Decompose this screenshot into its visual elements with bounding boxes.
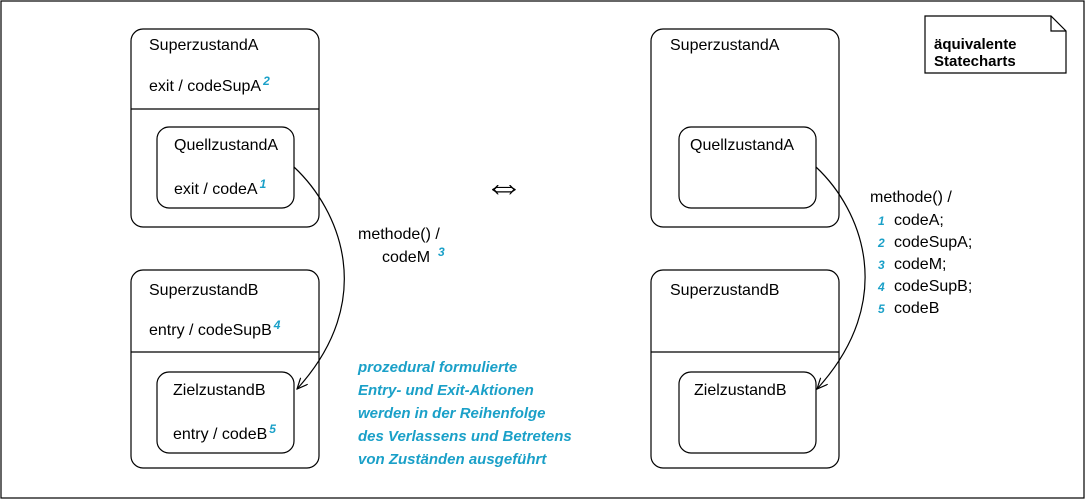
- right-source-state-name: QuellzustandA: [690, 137, 795, 154]
- right-step-1-code: codeA;: [894, 212, 944, 229]
- left-transition-action: codeM 3: [382, 245, 445, 267]
- right-target-state-name: ZielzustandB: [694, 382, 787, 399]
- right-superstate-a-box: [650, 28, 840, 228]
- right-step-3: 3 codeM;: [878, 256, 946, 274]
- left-transition-action-text: codeM: [382, 249, 431, 266]
- left-target-state-box: [156, 371, 295, 454]
- right-superstate-b-name: SuperzustandB: [670, 282, 780, 299]
- left-target-order: 5: [269, 422, 276, 436]
- left-superstate-b-box: [130, 269, 320, 469]
- right-step-2-code: codeSupA;: [894, 234, 973, 251]
- left-superstate-a-box: [130, 28, 320, 228]
- right-superstate-b-box: [650, 269, 840, 469]
- right-step-4-code: codeSupB;: [894, 278, 973, 295]
- left-superstate-a-name: SuperzustandA: [149, 37, 259, 54]
- right-step-5-code: codeB: [894, 300, 940, 317]
- left-transition-order: 3: [438, 245, 445, 259]
- left-superstate-b-name: SuperzustandB: [149, 282, 259, 299]
- left-source-state-name: QuellzustandA: [174, 137, 279, 154]
- right-step-3-order: 3: [878, 258, 885, 272]
- left-transition-arrow: [293, 166, 345, 389]
- comment-line-2: Entry- und Exit-Aktionen: [358, 382, 534, 399]
- left-target-state-name: ZielzustandB: [173, 382, 266, 399]
- note-fold: [1050, 16, 1066, 32]
- right-target-state-box: [678, 371, 817, 454]
- right-step-3-code: codeM;: [894, 256, 947, 273]
- equivalence-symbol: ⇔: [484, 164, 524, 208]
- comment-line-3: werden in der Reihenfolge: [358, 405, 546, 422]
- right-step-2: 2 codeSupA;: [878, 234, 972, 252]
- left-source-exit-text: exit / codeA: [174, 181, 258, 198]
- note-line-2: Statecharts: [934, 53, 1016, 70]
- comment-line-4: des Verlassens und Betretens: [358, 428, 572, 445]
- comment-text: prozedural formulierte Entry- und Exit-A…: [358, 356, 572, 471]
- right-step-5-order: 5: [878, 302, 885, 316]
- right-step-5: 5 codeB: [878, 300, 939, 318]
- right-step-2-order: 2: [878, 236, 885, 250]
- left-superstate-b-order: 4: [273, 318, 281, 332]
- left-transition-trigger: methode() /: [358, 226, 440, 243]
- left-target-entry-text: entry / codeB: [173, 426, 268, 443]
- right-transition-arrow: [815, 166, 866, 389]
- right-step-4: 4 codeSupB;: [878, 278, 972, 296]
- left-superstate-b-entry-text: entry / codeSupB: [149, 322, 272, 339]
- note-shape: [924, 15, 1067, 74]
- left-superstate-a-exit-text: exit / codeSupA: [149, 78, 262, 95]
- right-superstate-a-name: SuperzustandA: [670, 37, 780, 54]
- left-source-order: 1: [259, 177, 267, 191]
- comment-line-5: von Zuständen ausgeführt: [358, 451, 547, 468]
- right-transition-trigger: methode() /: [870, 189, 952, 206]
- right-step-4-order: 4: [878, 280, 885, 294]
- right-step-1: 1 codeA;: [878, 212, 944, 230]
- note-line-1: äquivalente: [934, 36, 1017, 53]
- left-superstate-a-order: 2: [263, 74, 270, 88]
- right-step-1-order: 1: [878, 214, 885, 228]
- comment-line-1: prozedural formulierte: [358, 359, 518, 376]
